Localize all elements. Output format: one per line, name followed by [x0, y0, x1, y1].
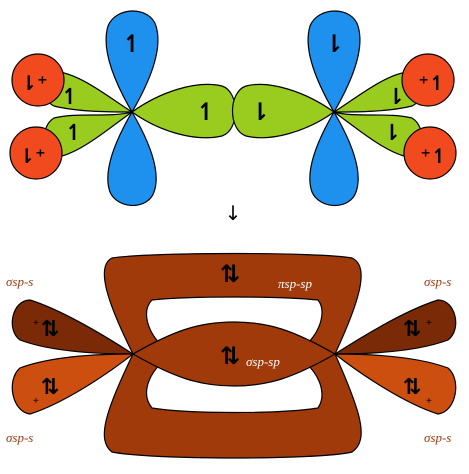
- sigma-sp-s-label-bottom-right: σsp-s: [424, 430, 451, 445]
- sigma-sp-s-right-lower-pair: ⇅: [403, 375, 421, 400]
- top-orbital-scheme: ↿ ⇂ ↿ ⇂ ↿ ↿ ⇂ ⇂ ⇂⁺ ⇂⁺ ⁺↿ ⁺↿: [9, 10, 457, 206]
- sp-center-right-arrow: ⇂: [250, 98, 270, 126]
- h-left-bottom-arrow: ⇂⁺: [18, 144, 45, 168]
- sp-s-left-lower-arrow: ↿: [65, 121, 83, 146]
- sigma-sp-s-right-upper-pair: ⇅: [403, 317, 421, 342]
- pi-pair-arrows: ⇅: [220, 260, 240, 288]
- plus-left-lower: +: [33, 396, 39, 407]
- h-right-bottom-arrow: ⁺↿: [420, 144, 447, 168]
- sigma-sp-sp-lobe: [131, 321, 337, 387]
- sigma-sp-s-label-bottom-left: σsp-s: [6, 430, 33, 445]
- sp-center-left-arrow: ↿: [196, 98, 216, 126]
- hydrogen-sphere-left-bottom: [9, 126, 63, 180]
- hydrogen-sphere-left-top: [11, 53, 65, 107]
- green-lobe-center-left: [130, 83, 236, 139]
- pi-sp-sp-label: πsp-sp: [278, 276, 312, 291]
- h-right-top-arrow: ⁺↿: [418, 71, 445, 95]
- bottom-mo-scheme: ⇅ ⇅ ⇅ ⇅ ⇅ ⇅ + + + + πsp-sp σsp-sp σsp-s …: [6, 252, 457, 459]
- p-right-top-arrow: ⇂: [324, 30, 344, 58]
- blue-p-lobe-right-top: [307, 10, 361, 114]
- hydrogen-sphere-right-top: [401, 53, 455, 107]
- transition-arrow-icon: ↓: [225, 201, 242, 225]
- h-left-top-arrow: ⇂⁺: [20, 71, 47, 95]
- sigma-sp-s-left-upper-lobe: [11, 299, 136, 355]
- sigma-sp-sp-label: σsp-sp: [246, 354, 280, 369]
- plus-right-upper: +: [426, 318, 432, 329]
- sigma-sp-sp-pair-arrows: ⇅: [220, 342, 240, 370]
- blue-p-lobe-left-top: [105, 10, 159, 114]
- sigma-sp-s-right-lower-lobe: [333, 353, 457, 415]
- plus-left-upper: +: [33, 318, 39, 329]
- blue-p-lobe-right-bottom: [309, 110, 359, 206]
- sigma-sp-s-left-upper-pair: ⇅: [41, 317, 59, 342]
- plus-right-lower: +: [426, 396, 432, 407]
- sp-s-left-upper-arrow: ↿: [61, 85, 79, 110]
- hydrogen-sphere-right-bottom: [403, 126, 457, 180]
- sigma-sp-s-right-upper-lobe: [332, 299, 457, 355]
- sp-s-right-upper-arrow: ⇂: [387, 85, 405, 110]
- sigma-sp-s-label-top-left: σsp-s: [6, 274, 33, 289]
- sigma-sp-s-label-top-right: σsp-s: [424, 274, 451, 289]
- p-left-top-arrow: ↿: [122, 30, 142, 58]
- sp-s-right-lower-arrow: ⇂: [383, 121, 401, 146]
- green-lobe-center-right: [232, 83, 336, 139]
- blue-p-lobe-left-bottom: [107, 110, 157, 206]
- sigma-sp-s-left-lower-lobe: [11, 353, 135, 415]
- sigma-sp-s-left-lower-pair: ⇅: [41, 375, 59, 400]
